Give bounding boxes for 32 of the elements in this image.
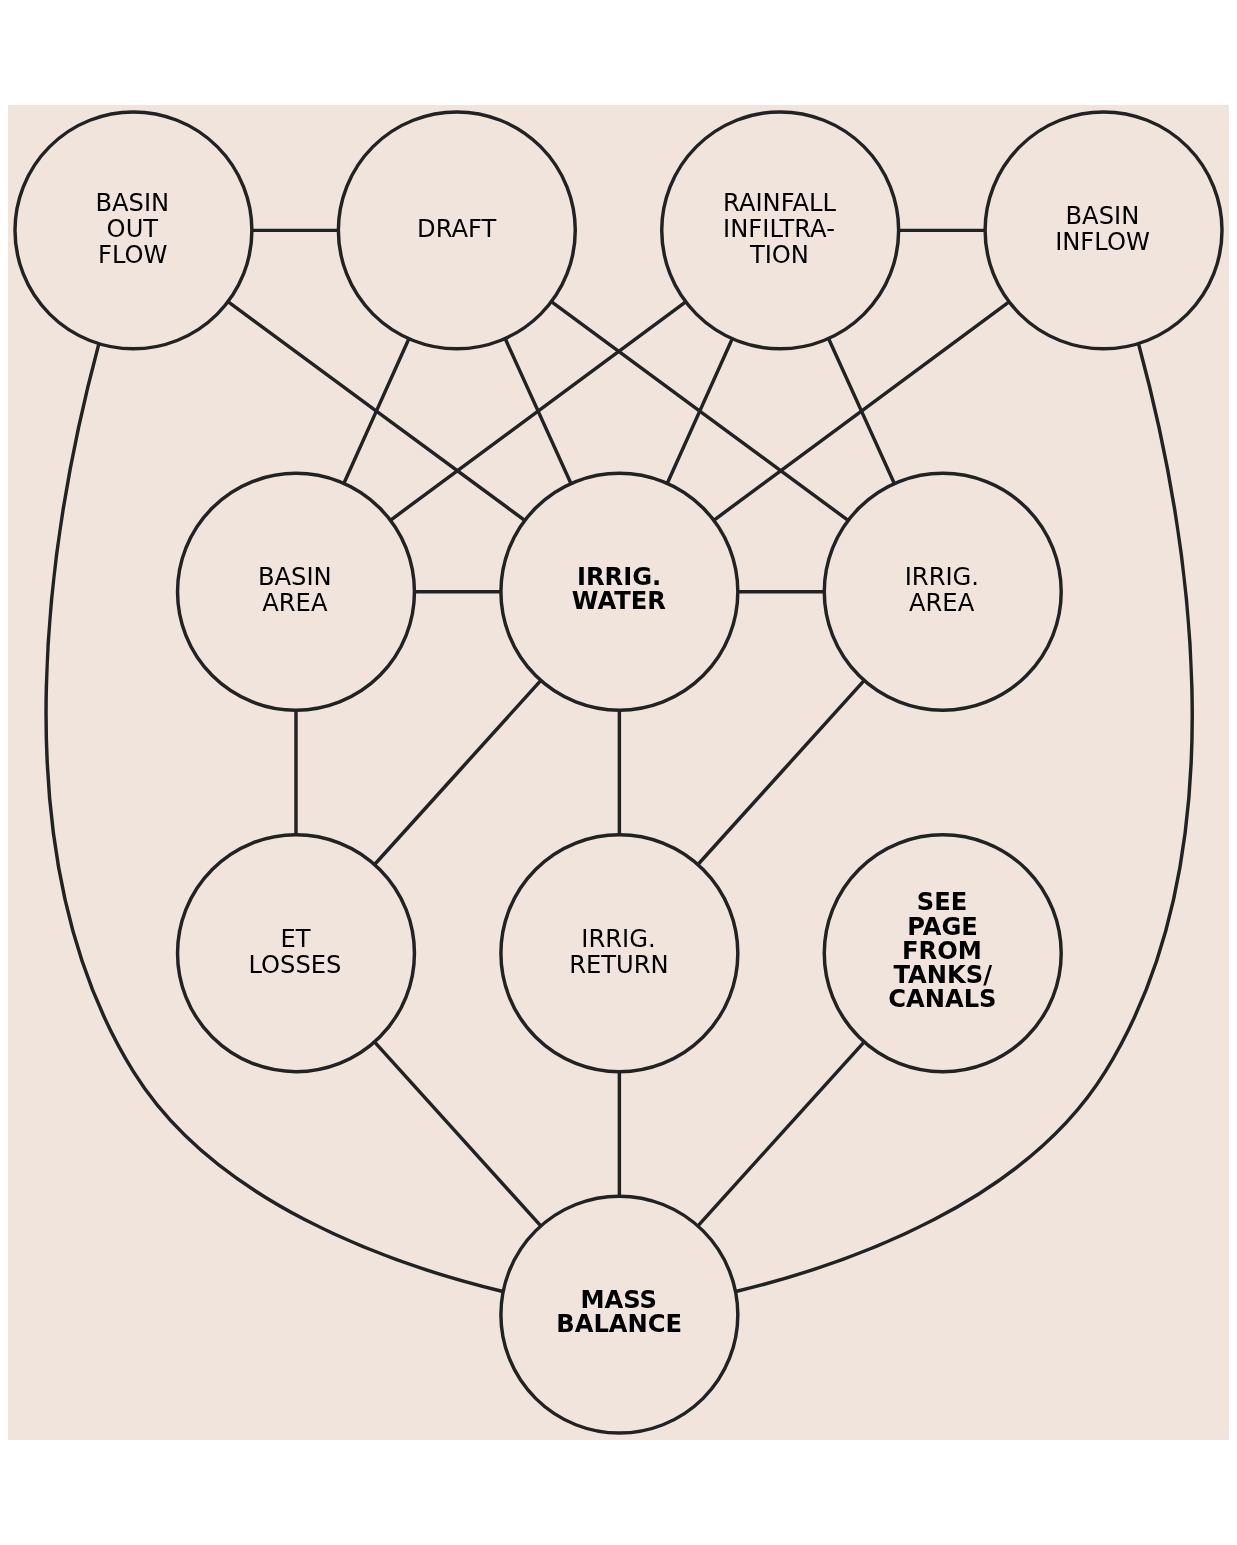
connector (294, 710, 298, 835)
connector (826, 337, 896, 485)
connector (390, 300, 687, 522)
node-circle: IRRIG. RETURN (499, 833, 740, 1074)
connector (665, 338, 734, 484)
node-circle: ET LOSSES (175, 833, 417, 1074)
connector (697, 1040, 866, 1227)
connector (414, 590, 501, 594)
node-circle: RAINFALL INFILTRA- TION (660, 110, 901, 351)
connector (44, 343, 504, 1294)
connector (738, 590, 824, 594)
connector (697, 679, 866, 866)
connector (617, 1072, 622, 1197)
node-circle: BASIN INFLOW (983, 110, 1224, 351)
node-circle: IRRIG. AREA (822, 471, 1063, 712)
connector (550, 300, 850, 522)
node-circle: BASIN AREA (175, 471, 417, 712)
connector (252, 228, 338, 233)
node-circle: SEE PAGE FROM TANKS/ CANALS (822, 833, 1063, 1074)
node-circle: MASS BALANCE (499, 1194, 740, 1435)
connector (617, 710, 622, 835)
connector (342, 338, 411, 484)
node-circle: IRRIG. WATER (499, 471, 740, 712)
node-circle: BASIN OUT FLOW (13, 110, 254, 351)
connector (373, 1040, 542, 1227)
node-circle: DRAFT (336, 110, 577, 351)
connector (227, 300, 526, 522)
connector (898, 228, 985, 233)
connector (735, 343, 1194, 1294)
connector (373, 679, 542, 866)
connector (713, 300, 1011, 522)
connector (503, 337, 573, 485)
